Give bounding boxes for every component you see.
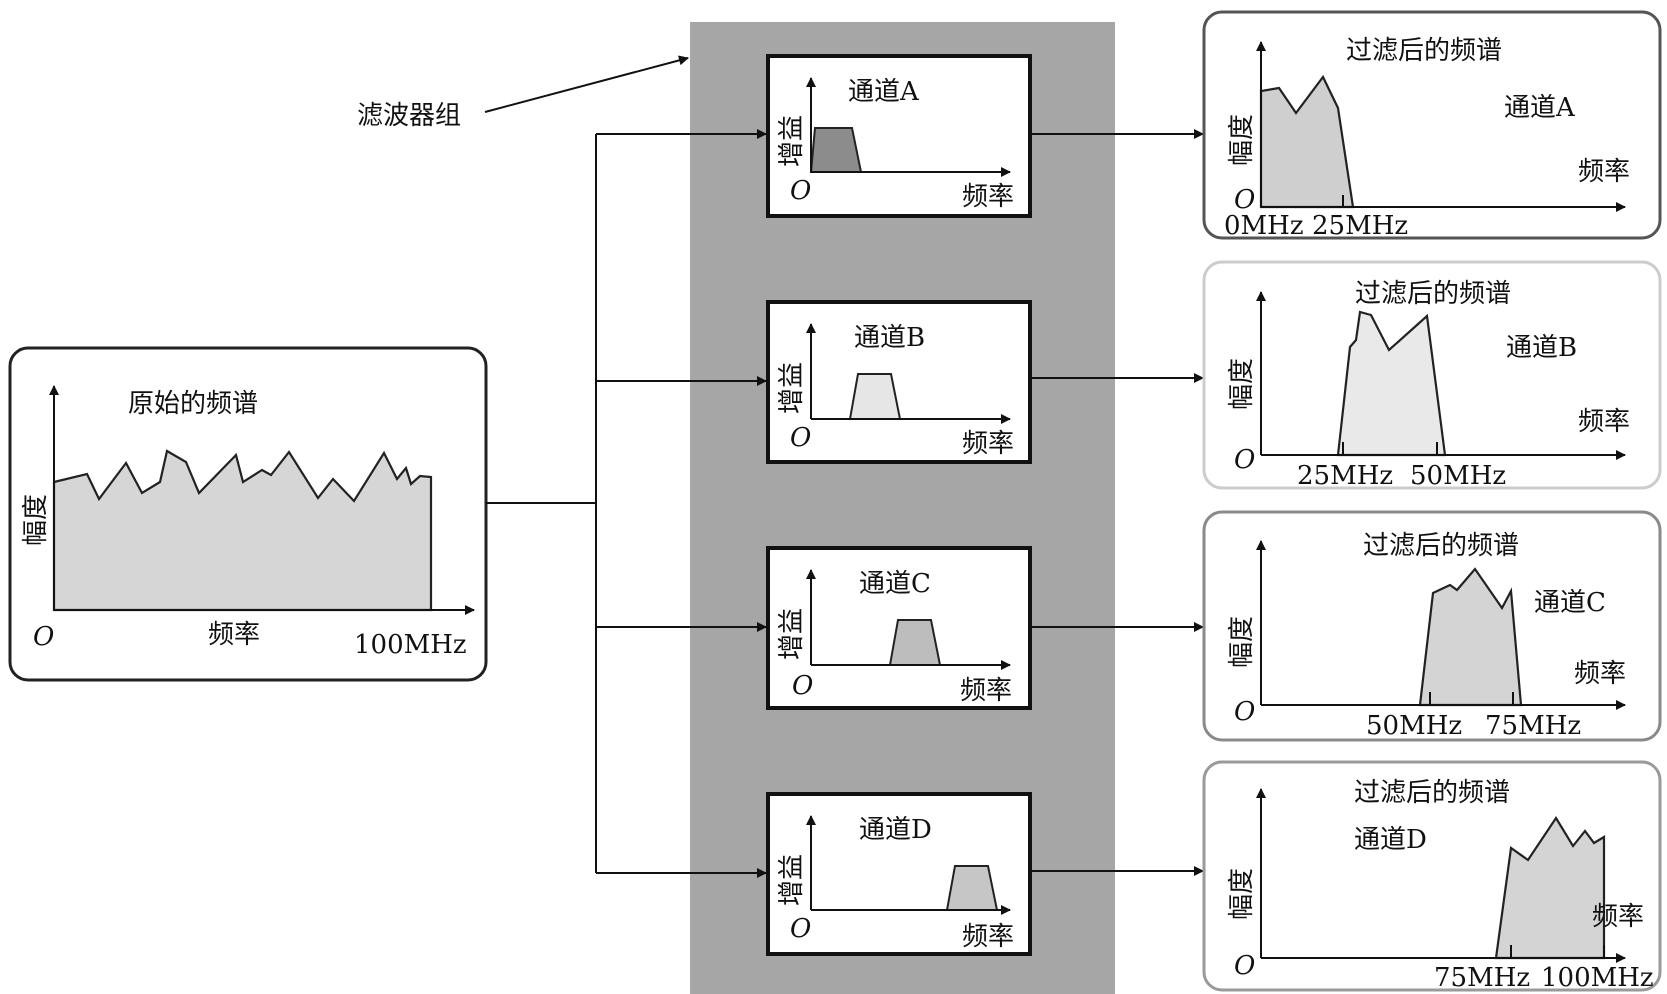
output-d-tick-100mhz: 100MHz	[1541, 963, 1654, 993]
filter-c-ylabel: 增益	[777, 608, 807, 660]
output-b-channel: 通道B	[1506, 333, 1577, 363]
output-b-title: 过滤后的频谱	[1355, 279, 1511, 309]
output-b-xlabel: 频率	[1578, 407, 1630, 437]
output-a-spectrum-area	[1259, 74, 1355, 209]
output-c-title: 过滤后的频谱	[1363, 531, 1519, 561]
output-c-origin: O	[1234, 697, 1255, 727]
output-wires	[1030, 129, 1204, 876]
original-ylabel: 幅度	[21, 494, 51, 546]
output-c-panel: 过滤后的频谱 通道C 频率 幅度 O 50MHz 75MHz	[1202, 510, 1662, 742]
output-a-tick-0mhz: 0MHz	[1224, 211, 1304, 241]
original-xlabel: 频率	[208, 620, 260, 650]
output-d-spectrum-area	[1494, 815, 1606, 960]
output-c-tick-50mhz: 50MHz	[1366, 711, 1462, 741]
filter-d-origin: O	[790, 914, 811, 944]
filter-b-origin: O	[790, 423, 811, 453]
output-a-title: 过滤后的频谱	[1346, 36, 1502, 66]
filter-a-block: 通道A 增益 O 频率	[766, 54, 1032, 218]
original-spectrum-area	[52, 449, 433, 612]
output-b-ylabel: 幅度	[1227, 358, 1257, 410]
filter-a-origin: O	[790, 176, 811, 206]
original-x-end-label: 100MHz	[354, 630, 467, 660]
filter-a-xlabel: 频率	[962, 182, 1014, 212]
filter-c-origin: O	[792, 671, 813, 701]
original-title: 原始的频谱	[128, 389, 258, 419]
filter-c-block: 通道C 增益 O 频率	[766, 546, 1032, 710]
output-a-tick-25mhz: 25MHz	[1312, 211, 1408, 241]
output-b-tick-25mhz: 25MHz	[1297, 461, 1393, 491]
output-b-spectrum-area	[1336, 310, 1447, 457]
filter-d-passband	[945, 865, 999, 911]
output-c-tick-75mhz: 75MHz	[1485, 711, 1581, 741]
output-a-channel: 通道A	[1504, 93, 1576, 123]
output-b-tick-50mhz: 50MHz	[1410, 461, 1506, 491]
filter-d-xlabel: 频率	[962, 922, 1014, 952]
output-a-origin: O	[1234, 185, 1255, 215]
filter-d-ylabel: 增益	[777, 854, 807, 906]
output-d-ylabel: 幅度	[1227, 868, 1257, 920]
filter-b-ylabel: 增益	[777, 362, 807, 414]
filter-bank-pointer-arrow	[484, 55, 689, 113]
filter-bank-label: 滤波器组	[357, 101, 461, 131]
filter-c-xlabel: 频率	[960, 676, 1012, 706]
output-a-ylabel: 幅度	[1227, 114, 1257, 166]
output-d-title: 过滤后的频谱	[1354, 778, 1510, 808]
output-d-tick-75mhz: 75MHz	[1434, 963, 1530, 993]
filter-d-label: 通道D	[859, 815, 932, 845]
filter-b-xlabel: 频率	[962, 429, 1014, 459]
output-a-panel: 过滤后的频谱 通道A 频率 幅度 O 0MHz 25MHz	[1202, 10, 1662, 241]
filter-a-ylabel: 增益	[777, 115, 807, 167]
output-c-channel: 通道C	[1534, 588, 1606, 618]
output-d-panel: 过滤后的频谱 通道D 频率 幅度 O 75MHz 100MHz	[1202, 760, 1662, 993]
filter-c-passband	[888, 619, 942, 666]
output-a-xlabel: 频率	[1578, 157, 1630, 187]
filter-c-label: 通道C	[859, 569, 931, 599]
filter-a-label: 通道A	[848, 77, 920, 107]
output-c-xlabel: 频率	[1574, 659, 1626, 689]
distribution-wires	[486, 129, 767, 878]
filter-b-label: 通道B	[854, 323, 925, 353]
output-c-ylabel: 幅度	[1227, 616, 1257, 668]
original-origin: O	[33, 622, 54, 652]
filter-d-block: 通道D 增益 O 频率	[766, 792, 1032, 956]
original-spectrum-panel: 原始的频谱 幅度 频率 O 100MHz	[8, 346, 488, 682]
filter-b-block: 通道B 增益 O 频率	[766, 300, 1032, 464]
output-b-panel: 过滤后的频谱 通道B 频率 幅度 O 25MHz 50MHz	[1202, 260, 1662, 491]
filter-a-passband	[809, 127, 863, 173]
output-d-xlabel: 频率	[1592, 902, 1644, 932]
output-d-channel: 通道D	[1354, 825, 1427, 855]
output-c-spectrum-area	[1418, 567, 1523, 707]
output-d-origin: O	[1234, 951, 1255, 981]
filter-b-passband	[848, 373, 902, 420]
output-b-origin: O	[1234, 445, 1255, 475]
